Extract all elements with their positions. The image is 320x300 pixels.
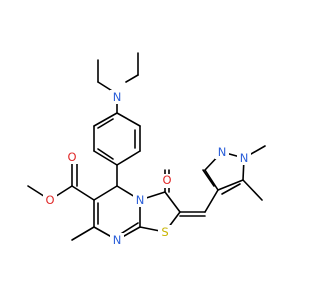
bond <box>202 169 215 187</box>
bond <box>93 185 118 201</box>
bond <box>97 118 114 129</box>
bond <box>125 74 139 83</box>
bond <box>221 183 241 195</box>
bond <box>204 189 219 213</box>
molecule-canvas: N O O N O N S N N <box>27 52 266 247</box>
molecule-structure: N O O N O N S N N <box>27 52 266 247</box>
bond <box>204 169 219 191</box>
ester-carbonyl-oxygen-label: O <box>67 150 76 164</box>
imine-nitrogen-label: N <box>113 233 122 247</box>
pyrazole-n2-label: N <box>218 145 227 159</box>
ketone-oxygen-label: O <box>162 173 171 187</box>
bond <box>116 150 141 166</box>
bond <box>71 226 95 241</box>
bond <box>71 185 95 201</box>
bond <box>116 112 141 127</box>
bond <box>217 179 244 191</box>
bond <box>164 191 181 213</box>
ester-ether-oxygen-label: O <box>45 193 54 207</box>
bond <box>97 148 114 160</box>
thiazole-sulfur-label: S <box>161 225 168 239</box>
bond <box>93 112 118 127</box>
amine-nitrogen-label: N <box>113 90 122 104</box>
pyrazole-n1-label: N <box>240 151 249 165</box>
bond <box>242 179 263 201</box>
bond <box>93 150 118 166</box>
fused-ring-nitrogen-label: N <box>136 193 145 207</box>
